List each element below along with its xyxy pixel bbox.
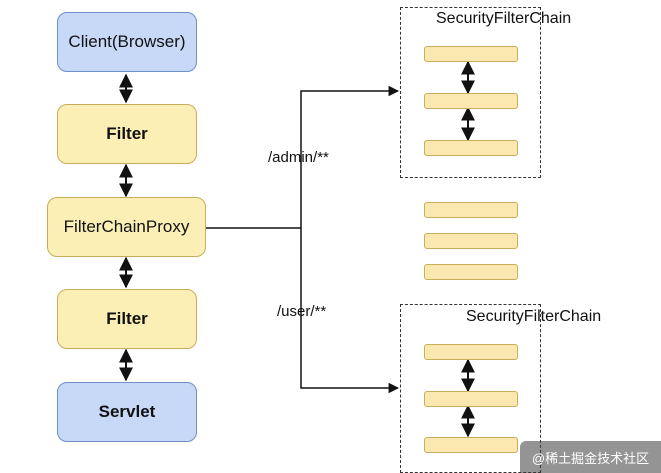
filter-chain-proxy-node: FilterChainProxy xyxy=(47,197,206,257)
security-filter-chain-top xyxy=(400,7,541,178)
middle-filter-1 xyxy=(424,202,518,218)
middle-filter-3 xyxy=(424,264,518,280)
route-admin-arrow xyxy=(300,85,400,228)
chain-top-filter-1 xyxy=(424,46,518,62)
filter-top-node: Filter xyxy=(57,104,197,164)
chain-bottom-filter-1 xyxy=(424,344,518,360)
route-user-arrow xyxy=(300,228,400,394)
chain-title-top: SecurityFilterChain xyxy=(436,10,572,27)
middle-filter-2 xyxy=(424,233,518,249)
servlet-node: Servlet xyxy=(57,382,197,442)
chain-title-bottom: SecurityFilterChain xyxy=(466,308,602,325)
client-browser-node: Client(Browser) xyxy=(57,12,197,72)
chain-top-filter-2 xyxy=(424,93,518,109)
route-label-user: /user/** xyxy=(277,303,327,320)
chain-top-filter-3 xyxy=(424,140,518,156)
watermark: @稀土掘金技术社区 xyxy=(520,441,661,473)
filter-bottom-node: Filter xyxy=(57,289,197,349)
route-label-admin: /admin/** xyxy=(268,149,329,166)
chain-bottom-filter-2 xyxy=(424,391,518,407)
chain-bottom-filter-3 xyxy=(424,437,518,453)
